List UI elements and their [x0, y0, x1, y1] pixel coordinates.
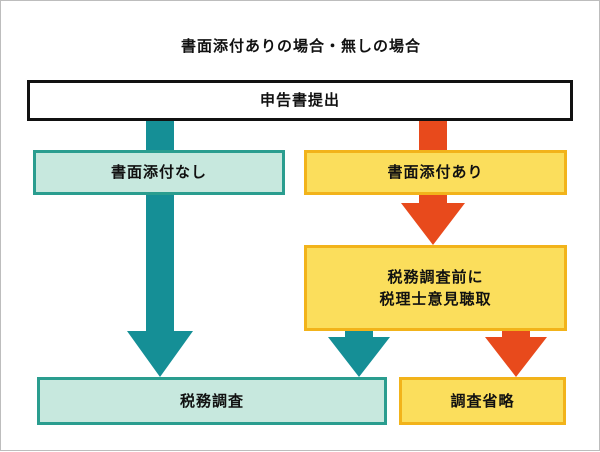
arrow-submit-to-no-attachment — [146, 119, 174, 152]
arrow-pre-audit-to-audit — [328, 329, 390, 377]
node-pre-audit-hearing-line2: 税理士意見聴取 — [379, 290, 492, 308]
node-audit-omitted: 調査省略 — [399, 377, 566, 425]
node-tax-audit: 税務調査 — [37, 377, 387, 425]
node-submit-return-label: 申告書提出 — [259, 91, 340, 110]
node-pre-audit-hearing: 税務調査前に 税理士意見聴取 — [304, 245, 567, 331]
node-no-attachment-label: 書面添付なし — [110, 163, 207, 182]
node-attachment: 書面添付あり — [304, 150, 567, 195]
arrow-submit-to-attachment — [419, 119, 447, 152]
diagram-title: 書面添付ありの場合・無しの場合 — [180, 37, 421, 55]
node-attachment-label: 書面添付あり — [387, 163, 484, 182]
arrow-attachment-to-pre-audit — [401, 193, 465, 245]
node-audit-omitted-label: 調査省略 — [450, 391, 515, 410]
node-pre-audit-hearing-line1: 税務調査前に — [387, 267, 484, 286]
arrow-pre-audit-to-omission — [485, 329, 547, 377]
node-tax-audit-label: 税務調査 — [179, 391, 244, 410]
node-no-attachment: 書面添付なし — [33, 150, 285, 195]
arrow-no-attachment-to-audit — [127, 193, 193, 377]
node-submit-return: 申告書提出 — [27, 80, 573, 121]
